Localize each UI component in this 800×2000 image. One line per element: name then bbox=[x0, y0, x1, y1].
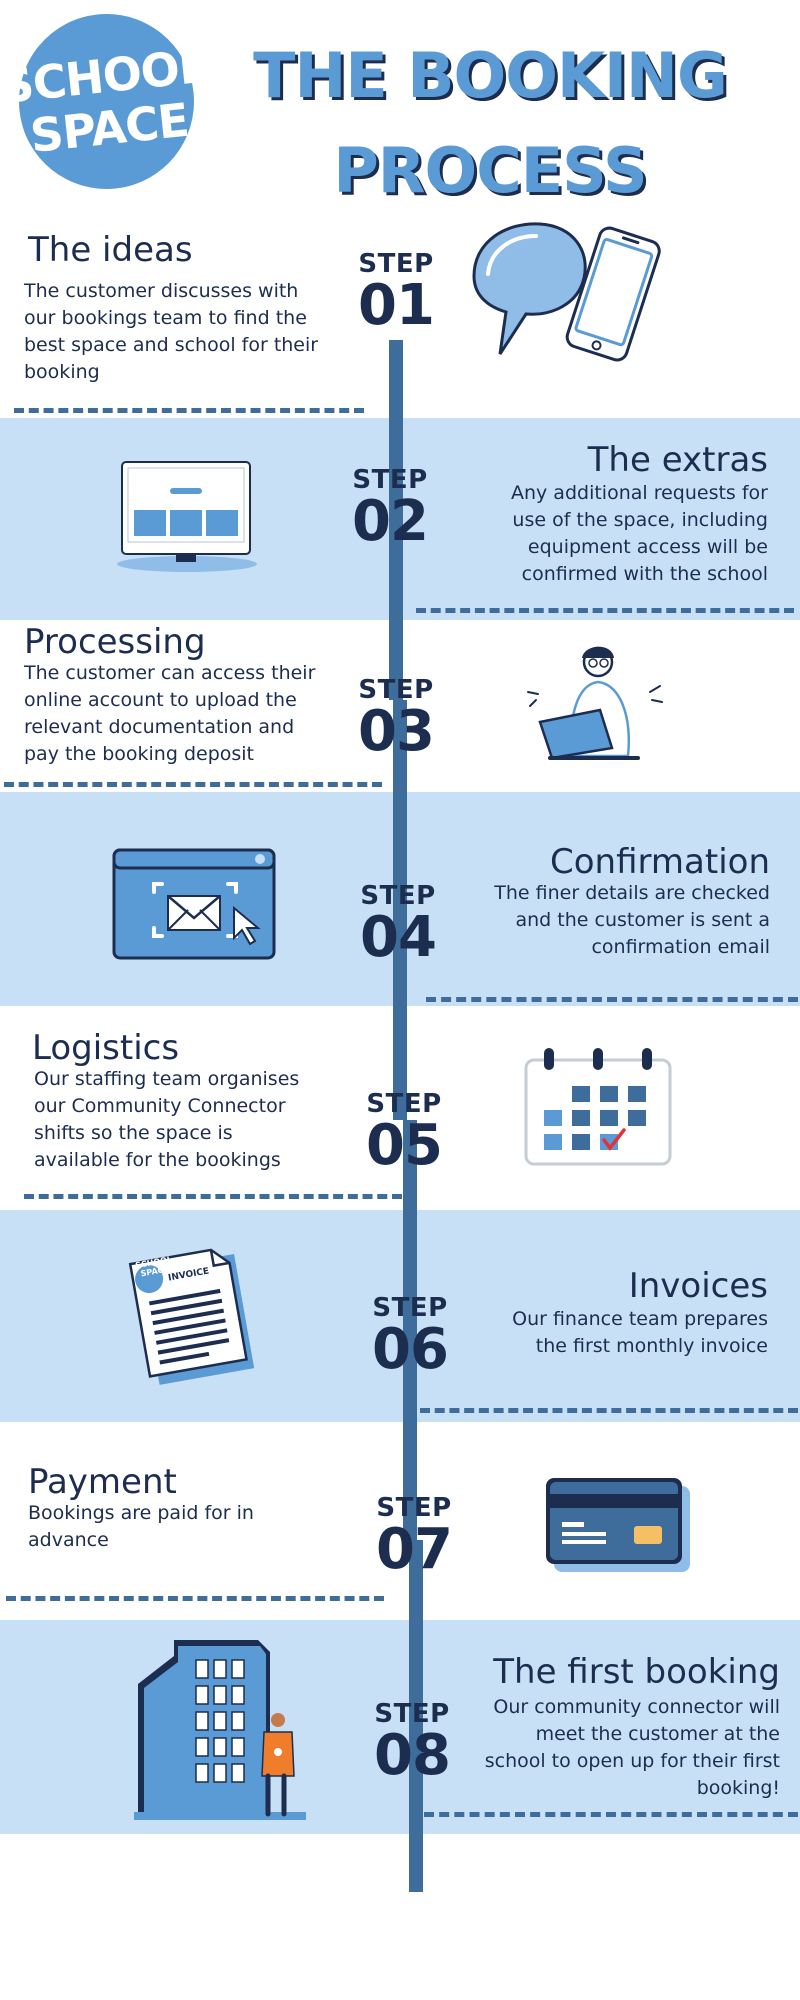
step-05-description: Our staffing team organises our Communit… bbox=[34, 1068, 300, 1171]
credit-card-icon bbox=[546, 1478, 690, 1572]
invoice-document-icon: SCHOOL SPACE INVOICE bbox=[128, 1240, 258, 1390]
step-02-title: The extras bbox=[587, 440, 768, 480]
page-title-line-2: PROCESS bbox=[333, 134, 647, 207]
step-02-number: 02 bbox=[352, 489, 429, 554]
step-04-title: Confirmation bbox=[550, 842, 770, 882]
step-03-marker: STEP 03 bbox=[346, 676, 446, 760]
website-monitor-icon bbox=[117, 461, 257, 572]
step-03-label: STEP bbox=[358, 675, 434, 705]
step-02-marker: STEP 02 bbox=[340, 466, 440, 550]
step-04-description: The finer details are checked and the cu… bbox=[494, 882, 770, 958]
step-07-marker: STEP 07 bbox=[364, 1494, 464, 1578]
step-06-marker: STEP 06 bbox=[360, 1294, 460, 1378]
step-01-number: 01 bbox=[358, 273, 435, 338]
timeline-line bbox=[389, 340, 403, 700]
band-step-08 bbox=[0, 1620, 800, 1834]
page-title-line-1: THE BOOKING bbox=[253, 39, 728, 112]
timeline-line bbox=[403, 1120, 417, 1540]
divider-dashed bbox=[6, 1596, 384, 1601]
step-04-marker: STEP 04 bbox=[348, 882, 448, 966]
step-04-number: 04 bbox=[360, 905, 437, 970]
step-04-label: STEP bbox=[360, 881, 436, 911]
step-01-title: The ideas bbox=[28, 230, 193, 270]
step-01-description: The customer discusses with our bookings… bbox=[24, 280, 319, 383]
person-laptop-icon bbox=[527, 646, 663, 760]
step-01-marker: STEP 01 bbox=[346, 250, 446, 334]
divider-dashed bbox=[4, 782, 382, 787]
band-step-06 bbox=[0, 1210, 800, 1422]
step-01-label: STEP bbox=[358, 249, 434, 279]
divider-dashed bbox=[416, 608, 794, 613]
step-07-title: Payment bbox=[28, 1462, 177, 1502]
step-08-description: Our community connector will meet the cu… bbox=[484, 1696, 780, 1799]
step-06-number: 06 bbox=[372, 1317, 449, 1382]
step-02-label: STEP bbox=[352, 465, 428, 495]
step-05-title: Logistics bbox=[32, 1028, 180, 1068]
step-06-description: Our finance team prepares the first mont… bbox=[512, 1308, 768, 1357]
step-03-description: The customer can access their online acc… bbox=[24, 662, 316, 765]
step-05-number: 05 bbox=[366, 1113, 443, 1178]
step-02-description: Any additional requests for use of the s… bbox=[510, 482, 768, 585]
school-space-logo: SCHOOL SPACE bbox=[0, 5, 210, 198]
divider-dashed bbox=[420, 1408, 798, 1413]
timeline-line bbox=[409, 1540, 423, 1892]
divider-dashed bbox=[24, 1194, 402, 1199]
step-07-label: STEP bbox=[376, 1493, 452, 1523]
step-08-number: 08 bbox=[374, 1723, 451, 1788]
chat-phone-icon bbox=[472, 222, 661, 362]
divider-dashed bbox=[424, 1812, 798, 1817]
step-03-number: 03 bbox=[358, 699, 435, 764]
page-title: THE BOOKING PROCESS bbox=[200, 28, 780, 218]
step-05-marker: STEP 05 bbox=[354, 1090, 454, 1174]
step-08-title: The first booking bbox=[493, 1652, 780, 1692]
divider-dashed bbox=[14, 408, 364, 413]
calendar-icon bbox=[524, 1048, 672, 1166]
step-08-label: STEP bbox=[374, 1699, 450, 1729]
school-building-icon bbox=[134, 1640, 306, 1820]
step-03-title: Processing bbox=[24, 622, 206, 662]
email-window-icon bbox=[112, 848, 276, 960]
step-07-number: 07 bbox=[376, 1517, 453, 1582]
timeline-line bbox=[393, 700, 407, 1120]
step-08-marker: STEP 08 bbox=[362, 1700, 462, 1784]
step-05-label: STEP bbox=[366, 1089, 442, 1119]
step-06-label: STEP bbox=[372, 1293, 448, 1323]
step-06-title: Invoices bbox=[628, 1266, 768, 1306]
step-07-description: Bookings are paid for in advance bbox=[28, 1502, 254, 1551]
divider-dashed bbox=[426, 997, 798, 1002]
